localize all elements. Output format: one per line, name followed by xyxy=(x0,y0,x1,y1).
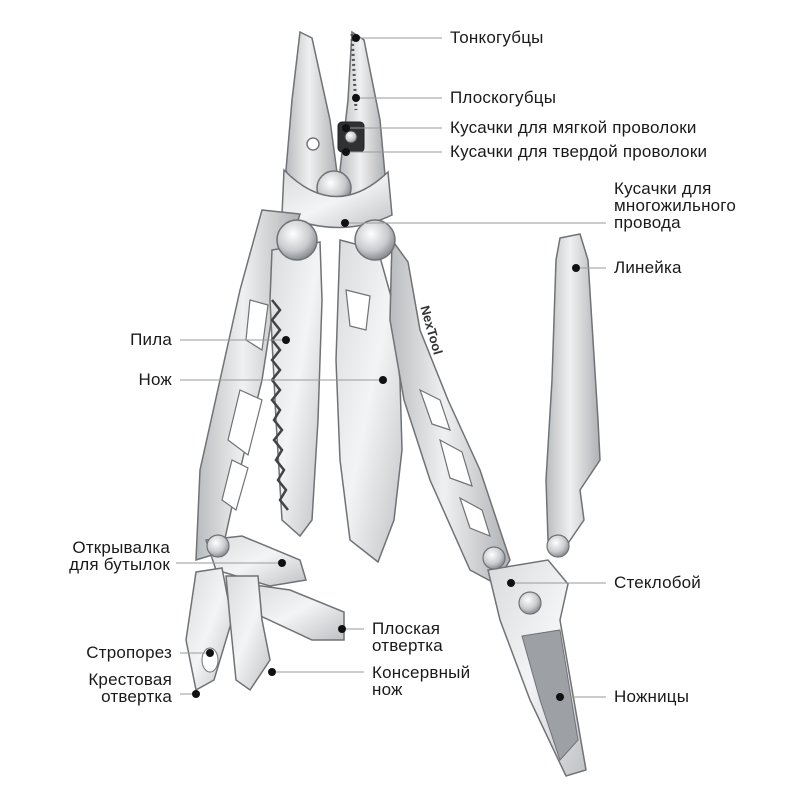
marker-dots xyxy=(192,34,580,701)
label-bottle-opener: Открывалка для бутылок xyxy=(69,538,170,574)
scissors xyxy=(482,546,587,777)
label-soft-wire-cutter: Кусачки для мягкой проволоки xyxy=(450,118,697,137)
right-handle xyxy=(389,237,511,586)
label-hard-wire-cutter: Кусачки для твердой проволоки xyxy=(450,142,708,161)
saw-blade xyxy=(269,241,323,538)
label-stranded-wire-cutter: Кусачки для многожильного провода xyxy=(614,179,736,232)
left-pivot-bolt xyxy=(276,219,318,261)
label-saw: Пила xyxy=(130,330,172,349)
label-can-opener: Консервный нож xyxy=(372,663,471,699)
right-pivot-bolt xyxy=(354,219,396,261)
label-phillips-screwdriver: Крестовая отвертка xyxy=(88,670,172,706)
label-flat-screwdriver: Плоская отвертка xyxy=(372,619,443,655)
ruler xyxy=(545,233,601,558)
bottom-left-tools xyxy=(185,534,345,692)
label-needle-nose: Тонкогубцы xyxy=(450,28,544,47)
label-strap-cutter: Стропорез xyxy=(86,643,172,662)
label-glass-breaker: Стеклобой xyxy=(614,573,702,592)
label-ruler: Линейка xyxy=(614,258,682,277)
label-flat-pliers: Плоскогубцы xyxy=(450,88,557,107)
plier-head xyxy=(281,30,393,229)
knife-blade xyxy=(335,239,403,564)
label-knife: Нож xyxy=(138,370,172,389)
label-scissors: Ножницы xyxy=(614,687,690,706)
